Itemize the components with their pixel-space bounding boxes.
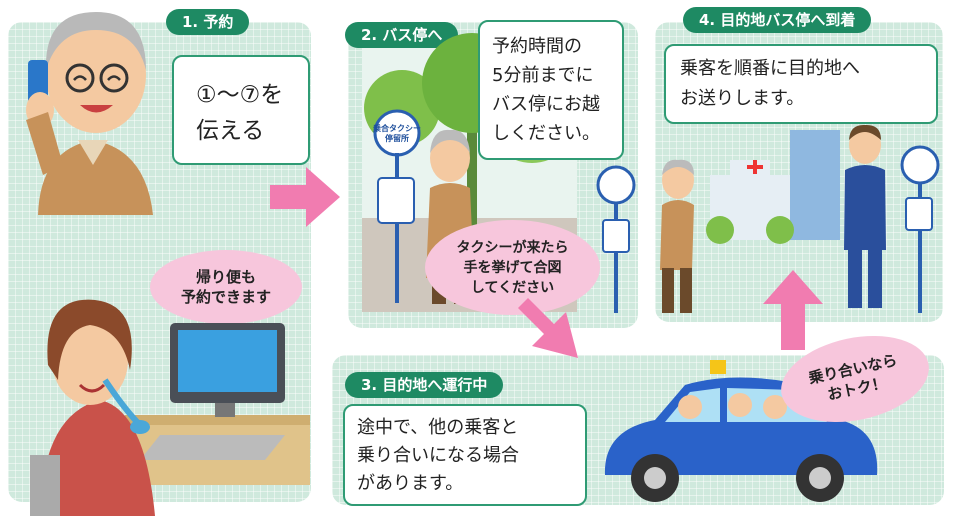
arrow-right-icon bbox=[270, 167, 340, 227]
bus-stop-sign-text: 乗合タクシー 停留所 bbox=[366, 124, 428, 144]
step3-text-line2: 乗り合いになる場合 bbox=[357, 445, 519, 466]
bus-stop-sign-line2: 停留所 bbox=[385, 134, 409, 143]
return-trip-bubble: 帰り便も 予約できます bbox=[150, 250, 302, 324]
return-trip-line2: 予約できます bbox=[180, 288, 271, 306]
arrow-up-icon bbox=[763, 270, 823, 350]
step1-textbox: ①〜⑦を 伝える bbox=[172, 55, 310, 165]
arrow-down-right-icon bbox=[518, 298, 578, 358]
raise-hand-line1: タクシーが来たら bbox=[456, 239, 569, 256]
step2-text-line1: 予約時間の bbox=[492, 36, 582, 57]
step3-text-line3: があります。 bbox=[357, 473, 464, 494]
step2-text-line4: しください。 bbox=[492, 123, 600, 144]
step3-text-line1: 途中で、他の乗客と bbox=[357, 417, 519, 438]
step3-label: 3. 目的地へ運行中 bbox=[345, 372, 504, 398]
raise-hand-bubble: タクシーが来たら 手を挙げて合図 してください bbox=[425, 220, 600, 315]
step4-text-line2: お送りします。 bbox=[680, 88, 805, 109]
step2-text-line3: バス停にお越 bbox=[492, 94, 600, 115]
step2-label: 2. バス停へ bbox=[345, 22, 459, 48]
bus-stop-sign-line1: 乗合タクシー bbox=[373, 124, 421, 133]
step4-text-line1: 乗客を順番に目的地へ bbox=[680, 58, 860, 79]
step1-text-line2: 伝える bbox=[196, 118, 265, 144]
step1-text-line1: ①〜⑦を bbox=[196, 82, 284, 108]
step4-label: 4. 目的地バス停へ到着 bbox=[683, 7, 872, 33]
destination-scene bbox=[596, 124, 940, 313]
return-trip-line1: 帰り便も bbox=[195, 268, 256, 286]
raise-hand-line2: 手を挙げて合図 bbox=[463, 259, 562, 276]
elderly-caller-illustration bbox=[26, 12, 153, 215]
operator-illustration bbox=[30, 299, 310, 516]
raise-hand-line3: してください bbox=[470, 279, 555, 296]
step4-textbox: 乗客を順番に目的地へ お送りします。 bbox=[664, 44, 938, 124]
step1-label: 1. 予約 bbox=[166, 9, 250, 35]
step3-textbox: 途中で、他の乗客と 乗り合いになる場合 があります。 bbox=[343, 404, 587, 506]
step2-textbox: 予約時間の 5分前までに バス停にお越 しください。 bbox=[478, 20, 624, 160]
step2-text-line2: 5分前までに bbox=[492, 65, 594, 86]
